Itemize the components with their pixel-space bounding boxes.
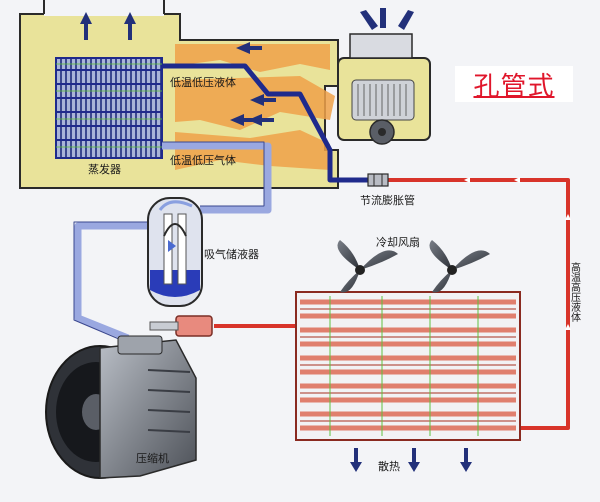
accumulator — [147, 197, 203, 307]
low-pressure-liquid-line — [162, 63, 370, 183]
high-pressure-arrows — [464, 177, 571, 330]
orifice-tube — [367, 173, 389, 187]
label-orifice-tube: 节流膨胀管 — [360, 193, 415, 207]
label-evaporator: 蒸发器 — [88, 162, 121, 176]
label-accumulator: 吸气储液器 — [204, 247, 259, 261]
outlet-arrows — [80, 12, 136, 40]
label-heat-dissipation: 散热 — [378, 459, 400, 473]
label-low-pressure-liquid: 低温低压液体 — [170, 75, 236, 89]
airflow-streaks — [175, 44, 335, 170]
title-box: 孔管式 — [455, 66, 573, 102]
cooling-fan-right — [429, 240, 490, 293]
blower-unit — [337, 33, 431, 145]
compressor — [45, 335, 197, 479]
diagram-title: 孔管式 — [473, 71, 555, 102]
label-cooling-fan: 冷却风扇 — [376, 235, 420, 249]
discharge-muffler — [149, 315, 213, 337]
blower-intake-arrows — [360, 8, 414, 30]
airflow-arrows — [230, 42, 276, 126]
label-high-pressure-liquid: 高温高压液体 — [569, 261, 581, 323]
low-pressure-gas-line — [74, 142, 272, 342]
heat-dissipation-arrows — [350, 448, 472, 472]
high-pressure-line — [214, 178, 570, 430]
evaporator-core — [55, 57, 163, 159]
label-low-pressure-gas: 低温低压气体 — [170, 153, 236, 167]
diagram-labels: 低温低压液体 低温低压气体 蒸发器 节流膨胀管 吸气储液器 冷却风扇 压缩机 散… — [88, 75, 581, 473]
cooling-fan-left — [337, 240, 398, 293]
condenser — [295, 291, 521, 441]
label-compressor: 压缩机 — [136, 451, 169, 465]
